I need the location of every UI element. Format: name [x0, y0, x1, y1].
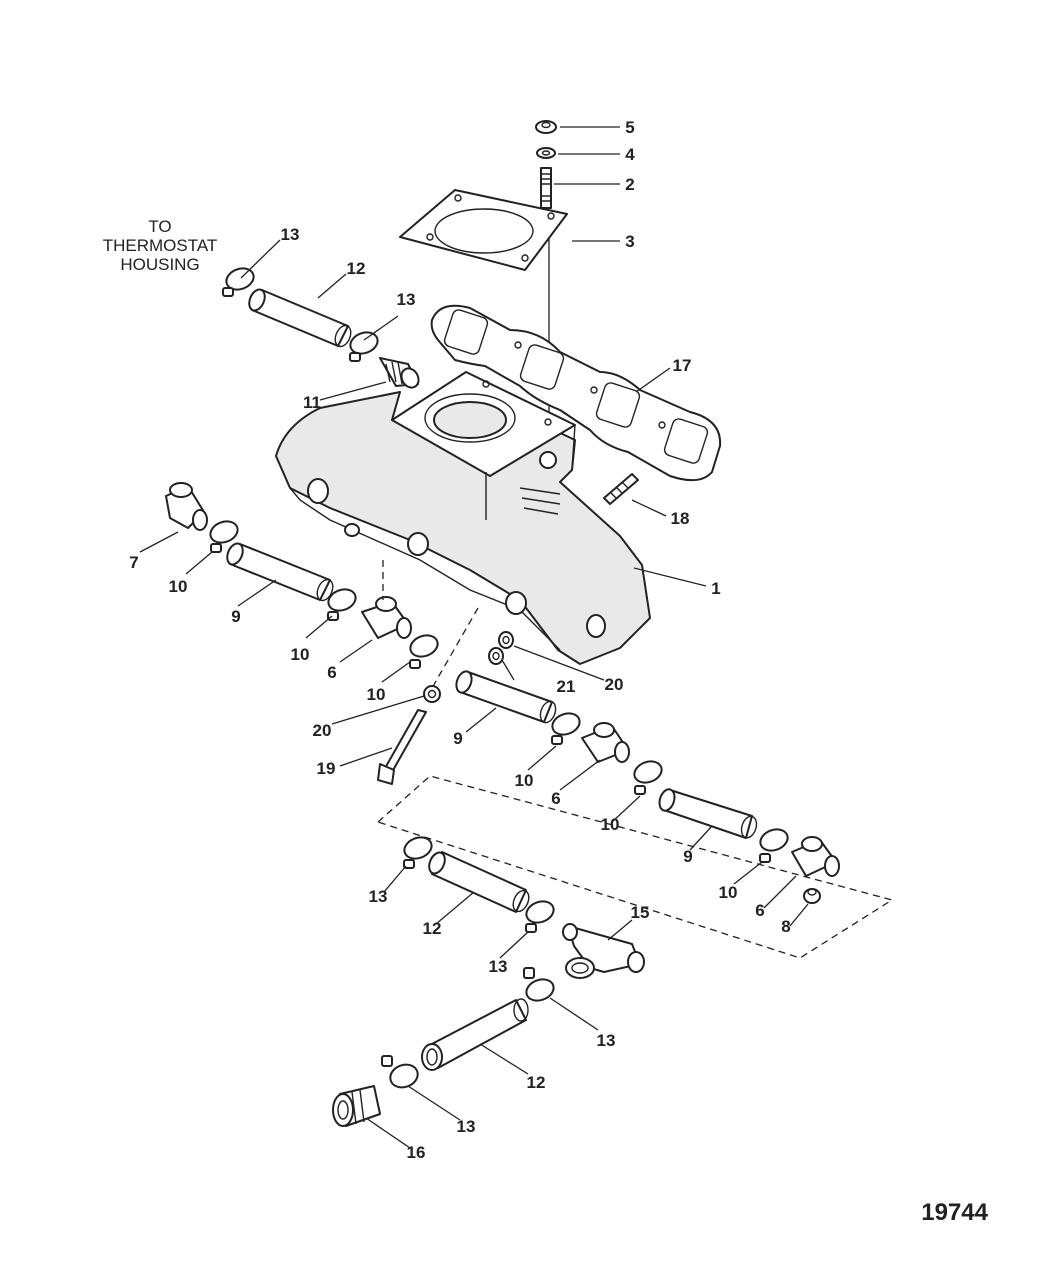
part-hose-lower-b — [421, 998, 529, 1071]
callout-16: 16 — [407, 1143, 426, 1162]
callout-9b: 9 — [453, 729, 462, 748]
part-exhaust-gasket — [430, 304, 722, 482]
callout-13f: 13 — [457, 1117, 476, 1136]
part-clamp-mid-c — [633, 760, 663, 795]
callout-10b: 10 — [291, 645, 310, 664]
part-clamp-lower-d — [381, 1055, 419, 1089]
callout-17: 17 — [673, 356, 692, 375]
part-adapter-plate — [399, 189, 568, 271]
callout-12c: 12 — [527, 1073, 546, 1092]
callout-13e: 13 — [597, 1031, 616, 1050]
part-clamp-lower-a — [403, 836, 433, 869]
callout-13b: 13 — [397, 290, 416, 309]
callout-20a: 20 — [313, 721, 332, 740]
callout-13c: 13 — [369, 887, 388, 906]
part-plug-8 — [803, 888, 821, 904]
part-clamp-mid — [409, 634, 439, 669]
callout-7: 7 — [129, 553, 138, 572]
note-line-2: THERMOSTAT — [103, 236, 218, 255]
part-stud — [540, 167, 552, 209]
part-stud-18 — [603, 473, 639, 505]
part-clamp-mid-b — [551, 712, 581, 745]
part-hose-right — [658, 788, 758, 839]
part-tee-6c — [791, 836, 840, 877]
callout-18: 18 — [671, 509, 690, 528]
callout-3: 3 — [625, 232, 634, 251]
callout-12a: 12 — [347, 259, 366, 278]
callout-12b: 12 — [423, 919, 442, 938]
callout-6a: 6 — [327, 663, 336, 682]
part-exhaust-manifold — [275, 371, 651, 665]
part-clamp-right — [759, 828, 789, 863]
callout-21: 21 — [557, 677, 576, 696]
callout-10a: 10 — [169, 577, 188, 596]
callout-11: 11 — [303, 393, 321, 412]
callout-9a: 9 — [231, 607, 240, 626]
part-elbow-7 — [165, 482, 208, 531]
part-fitting-11 — [379, 357, 420, 389]
callout-15: 15 — [631, 903, 650, 922]
callout-10e: 10 — [601, 815, 620, 834]
callout-8: 8 — [781, 917, 790, 936]
note-line-3: HOUSING — [120, 255, 199, 274]
part-hose-mid — [455, 670, 557, 724]
part-clamp-top-left — [222, 267, 255, 297]
part-hose-lower-a — [428, 851, 530, 913]
leader-lines — [139, 126, 809, 1149]
part-tee-6a — [361, 596, 412, 639]
callout-10c: 10 — [367, 685, 386, 704]
part-washer-20a — [498, 631, 514, 649]
callout-10d: 10 — [515, 771, 534, 790]
part-clamp-lower-c — [523, 967, 555, 1002]
part-washer — [536, 147, 556, 159]
part-bolt-19 — [377, 709, 427, 785]
guide-line — [431, 607, 479, 689]
callout-9c: 9 — [683, 847, 692, 866]
part-clamp-top-right — [349, 331, 379, 362]
callout-2: 2 — [625, 175, 634, 194]
callout-4: 4 — [625, 145, 635, 164]
callout-6b: 6 — [551, 789, 560, 808]
part-clamp-left-upper — [209, 520, 239, 553]
callout-1: 1 — [711, 579, 720, 598]
figure-number: 19744 — [921, 1199, 988, 1226]
callout-13a: 13 — [281, 225, 300, 244]
part-washer-21 — [488, 647, 504, 665]
callout-20b: 20 — [605, 675, 624, 694]
part-hose-top — [248, 288, 352, 348]
part-clamp-left-lower — [327, 588, 357, 621]
callout-labels: 5 4 2 3 17 1 18 13 12 13 11 7 10 9 10 6 … — [129, 118, 790, 1162]
callout-19: 19 — [317, 759, 336, 778]
callout-5: 5 — [625, 118, 634, 137]
callout-13d: 13 — [489, 957, 508, 976]
optional-parts-outline — [376, 775, 894, 959]
part-clamp-lower-b — [525, 900, 555, 933]
part-washer-20b — [423, 685, 441, 703]
part-tee-15 — [562, 923, 645, 979]
part-hose-left — [226, 542, 334, 602]
part-fitting-16 — [332, 1085, 381, 1127]
callout-10f: 10 — [719, 883, 738, 902]
thermostat-note: TO THERMOSTAT HOUSING — [103, 217, 218, 274]
note-line-1: TO — [148, 217, 171, 236]
part-tee-6b — [581, 722, 630, 763]
part-nut — [535, 120, 557, 134]
callout-6c: 6 — [755, 901, 764, 920]
